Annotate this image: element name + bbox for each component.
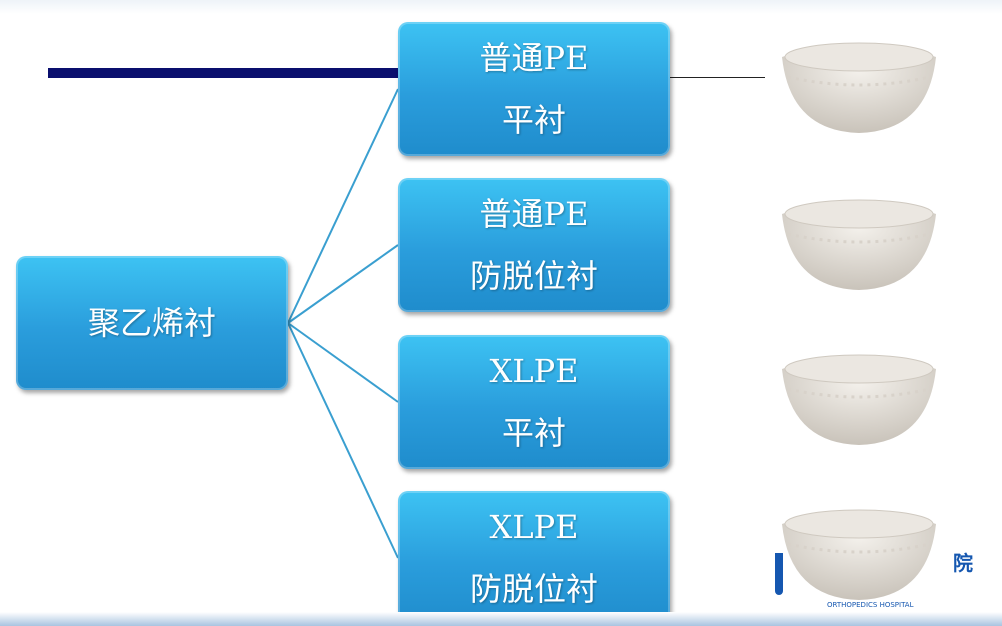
- child-line2: 平衬: [501, 414, 566, 452]
- connector-1: [287, 88, 399, 324]
- top-band: [0, 0, 1002, 14]
- child-line1: 普通PE: [479, 195, 589, 233]
- child-line1: XLPE: [489, 508, 579, 546]
- child-node: XLPE 平衬: [398, 335, 670, 469]
- liner-image: [782, 199, 936, 290]
- child-line1: XLPE: [489, 352, 579, 390]
- liner-image: [782, 354, 936, 445]
- logo-subtitle: ORTHOPEDICS HOSPITAL: [827, 601, 914, 609]
- child-node: 普通PE 平衬: [398, 22, 670, 156]
- divider-line: [670, 77, 765, 78]
- child-node: 普通PE 防脱位衬: [398, 178, 670, 312]
- title-bar: [48, 68, 400, 78]
- child-line1: 普通PE: [479, 39, 589, 77]
- root-label: 聚乙烯衬: [87, 304, 216, 342]
- connector-2: [287, 244, 399, 324]
- root-node: 聚乙烯衬: [16, 256, 288, 390]
- logo-char: 院: [953, 551, 973, 575]
- child-line2: 防脱位衬: [469, 257, 598, 295]
- connector-3: [287, 322, 399, 403]
- liner-image: [782, 509, 936, 600]
- connector-4: [287, 322, 399, 559]
- hospital-logo: 院 ORTHOPEDICS HOSPITAL: [775, 545, 985, 615]
- logo-mark: [775, 553, 783, 595]
- child-line2: 防脱位衬: [469, 570, 598, 608]
- child-line2: 平衬: [501, 101, 566, 139]
- liner-image: [782, 42, 936, 133]
- child-node: XLPE 防脱位衬: [398, 491, 670, 625]
- bottom-band: [0, 612, 1002, 626]
